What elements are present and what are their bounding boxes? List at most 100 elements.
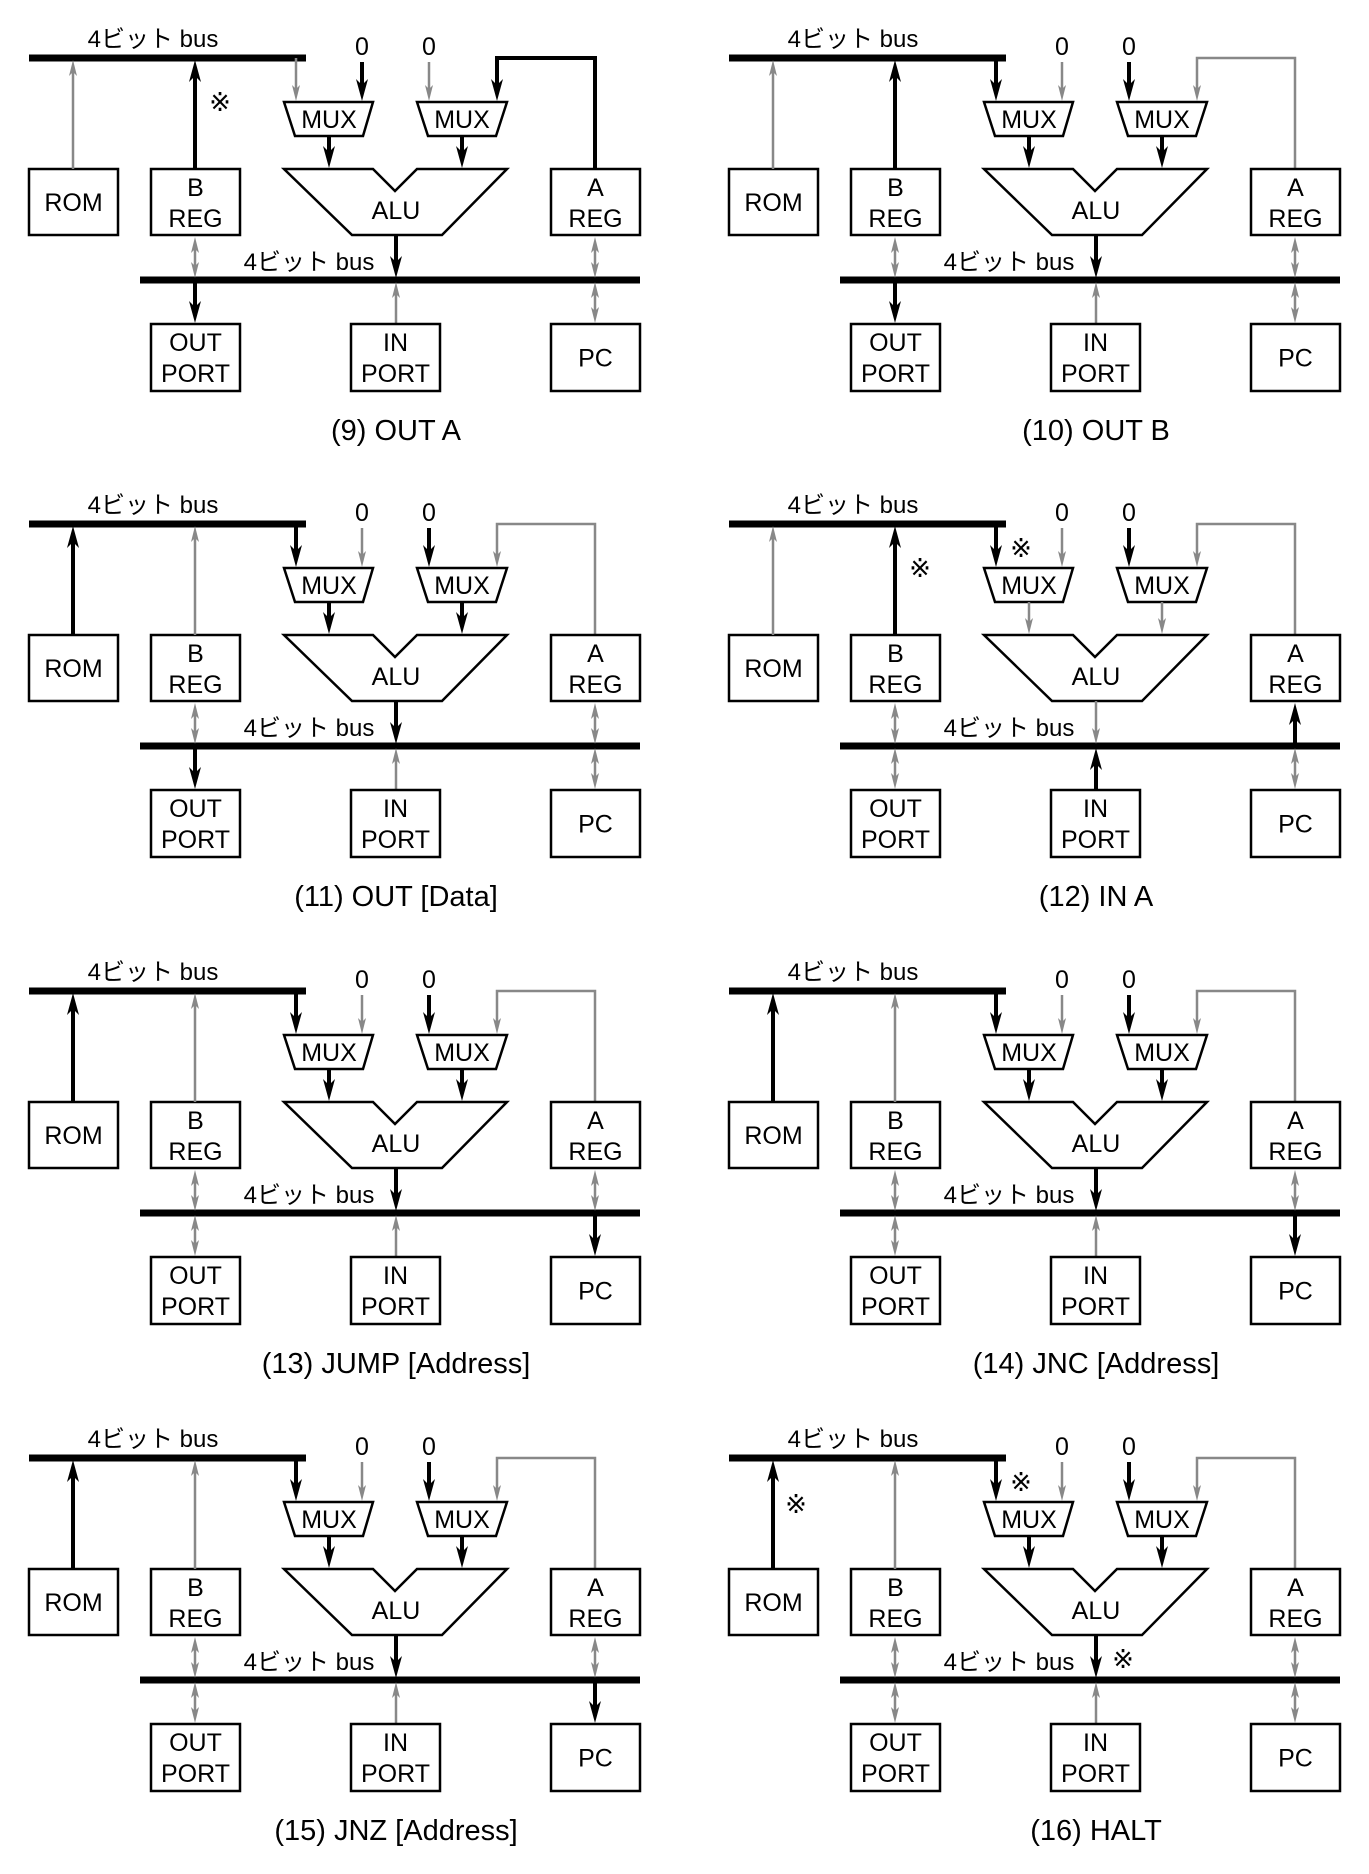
mux-left: MUX <box>982 566 1075 604</box>
out-port-box-label-line2: PORT <box>861 1293 930 1321</box>
mux-left: MUX <box>282 566 375 604</box>
b-reg-to-bus-arrow-head-icon <box>891 993 899 1009</box>
in-port-to-bus-arrow <box>392 1215 400 1257</box>
zero-to-mux-right-arrow <box>1123 1462 1135 1501</box>
rom-to-bus-arrow <box>769 60 777 169</box>
out-port-box-label-line2: PORT <box>161 360 230 388</box>
alu-to-bus-arrow <box>390 1168 402 1211</box>
mux-right-to-alu-arrow-head-icon <box>456 1079 468 1101</box>
rom-to-bus-arrow-head-icon <box>67 1460 79 1482</box>
a-reg-bus-link <box>591 703 599 744</box>
a-reg-box-label-line1: A <box>587 640 604 668</box>
in-port-box-label-line2: PORT <box>361 1293 430 1321</box>
a-reg-box-label-line1: A <box>1287 640 1304 668</box>
b-reg-bus-link-head-up-icon <box>891 703 899 719</box>
note-mark: ※ <box>785 1489 807 1519</box>
alu-outline <box>980 633 1210 703</box>
zero-to-mux-left-arrow-head-icon <box>358 1485 366 1501</box>
mux-right: MUX <box>415 1500 509 1538</box>
b-reg-bus-link-head-up-icon <box>191 1170 199 1186</box>
rom-to-bus-arrow-head-icon <box>769 526 777 542</box>
a-reg-box-label-line2: REG <box>568 1605 622 1633</box>
rom-box: ROM <box>727 633 820 703</box>
mux-left: MUX <box>282 100 375 138</box>
in-port-box-outline <box>1049 322 1142 393</box>
a-reg-feedback-loop <box>1193 56 1297 169</box>
rom-to-bus-arrow <box>769 526 777 635</box>
bus-to-mux-left-arrow <box>290 1458 302 1501</box>
zero-to-mux-right-arrow-head-icon <box>425 85 433 101</box>
alu: ALU <box>980 1567 1210 1637</box>
bus-pc-link <box>1289 1215 1301 1256</box>
in-port-to-bus-arrow <box>392 748 400 790</box>
mux-left: MUX <box>282 1500 375 1538</box>
mux-right-outline <box>415 100 509 138</box>
mux-right-label: MUX <box>434 1039 490 1067</box>
alu-to-bus-arrow-head-icon <box>390 256 402 278</box>
bus-to-mux-left-arrow <box>990 524 1002 567</box>
bus-pc-link-head-up-icon <box>1291 282 1299 298</box>
pc-box: PC <box>549 1255 642 1326</box>
mux-right-to-alu-arrow <box>456 602 468 634</box>
in-port-box-outline <box>1049 1722 1142 1793</box>
out-port-box-outline <box>849 788 942 859</box>
mux-right: MUX <box>1115 1500 1209 1538</box>
in-port-to-bus-arrow <box>392 1682 400 1724</box>
a-reg-bus-link-head-up-icon <box>591 703 599 719</box>
bus-out-port-link-head-up-icon <box>191 1215 199 1231</box>
a-reg-bus-link-head-up-icon <box>1291 1170 1299 1186</box>
a-reg-box-outline <box>549 1567 642 1637</box>
b-reg-box-label-line1: B <box>887 174 904 202</box>
alu-to-bus-arrow-head-icon <box>1090 1189 1102 1211</box>
alu-label: ALU <box>372 1597 421 1625</box>
zero-const-left: 0 <box>355 1433 369 1461</box>
a-reg-feedback-head-icon <box>1193 1018 1201 1034</box>
rom-box: ROM <box>727 1100 820 1170</box>
mux-left-to-alu-arrow <box>1023 1069 1035 1101</box>
mux-right-label: MUX <box>434 572 490 600</box>
bottom-bus-label: 4ビット bus <box>244 1182 375 1209</box>
alu-outline <box>980 167 1210 237</box>
alu-to-bus-arrow <box>390 701 402 744</box>
mux-left-to-alu-arrow <box>323 1069 335 1101</box>
mux-right-outline <box>415 1033 509 1071</box>
pc-box: PC <box>1249 1722 1342 1793</box>
b-reg-box-label-line1: B <box>187 174 204 202</box>
mux-right-to-alu-arrow-head-icon <box>1158 618 1166 634</box>
b-reg-bus-link-head-up-icon <box>191 1637 199 1653</box>
out-port-box-label-line2: PORT <box>861 826 930 854</box>
in-port-to-bus-arrow-head-icon <box>1090 748 1102 770</box>
b-reg-bus-link <box>191 1637 199 1678</box>
in-port-box-outline <box>349 788 442 859</box>
b-reg-bus-link-head-down-icon <box>891 1195 899 1211</box>
b-reg-box-label-line2: REG <box>868 671 922 699</box>
in-port-to-bus-arrow-head-icon <box>392 1215 400 1231</box>
zero-to-mux-left-arrow <box>356 62 368 101</box>
a-reg-bus-link-head-down-icon <box>591 728 599 744</box>
alu-to-bus-arrow <box>1092 701 1100 744</box>
b-reg-bus-link-head-up-icon <box>891 1170 899 1186</box>
rom-to-bus-arrow-head-icon <box>67 993 79 1015</box>
a-reg-bus-link-head-down-icon <box>1291 1195 1299 1211</box>
mux-right-to-alu-arrow-head-icon <box>456 146 468 168</box>
b-reg-box-label-line2: REG <box>168 671 222 699</box>
bus-out-port-link-head-down-icon <box>891 1240 899 1256</box>
bottom-bus-label: 4ビット bus <box>244 249 375 276</box>
pc-box-outline <box>549 788 642 859</box>
mux-left-outline <box>282 1500 375 1538</box>
bus-pc-link <box>1291 282 1299 323</box>
top-bus-label: 4ビット bus <box>88 492 219 519</box>
out-port-box-label-line1: OUT <box>869 795 922 823</box>
alu-label: ALU <box>372 663 421 691</box>
top-bus-label: 4ビット bus <box>88 959 219 986</box>
